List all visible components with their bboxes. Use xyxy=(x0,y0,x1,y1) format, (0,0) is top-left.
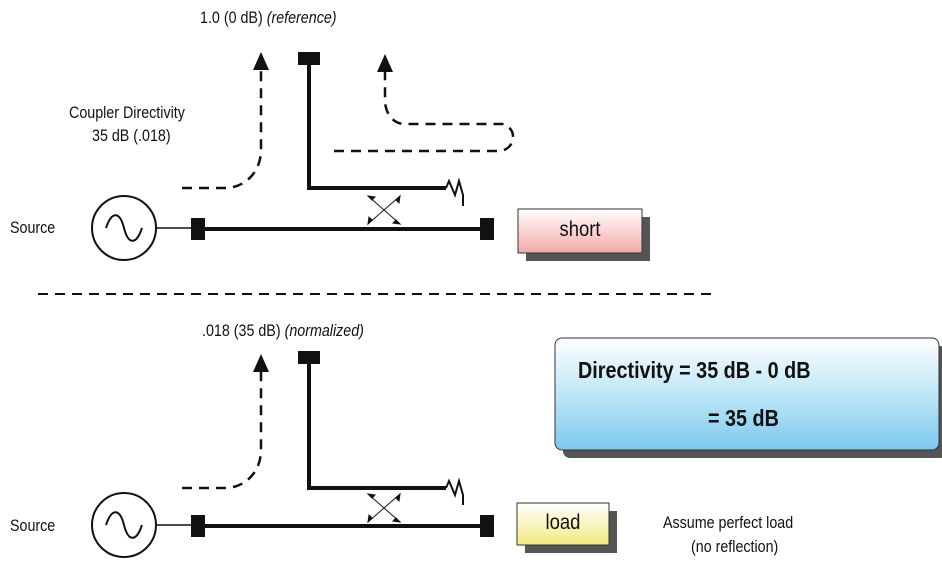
reflected-signal-path xyxy=(334,70,515,153)
result-box xyxy=(554,337,940,451)
bottom-diagram xyxy=(91,351,617,558)
assume-perfect-load-label: Assume perfect load xyxy=(663,513,794,532)
short-label: short xyxy=(559,218,601,241)
coupled-port xyxy=(298,52,320,65)
resistor-termination-icon xyxy=(445,477,464,505)
no-reflection-label: (no reflection) xyxy=(691,537,779,556)
measured-note: (normalized) xyxy=(284,321,364,340)
coupled-port xyxy=(298,351,320,364)
load-label: load xyxy=(545,511,581,534)
directivity-equation-line1: Directivity = 35 dB - 0 dB xyxy=(578,357,811,383)
top-source-label: Source xyxy=(10,218,56,237)
port-right xyxy=(480,218,494,240)
coupler-directivity-label-1: Coupler Directivity xyxy=(69,103,185,122)
reference-value: 1.0 (0 dB) xyxy=(200,8,263,27)
load-box xyxy=(516,502,610,546)
reference-note: (reference) xyxy=(266,8,337,27)
directivity-equation-line2: = 35 dB xyxy=(708,405,779,431)
reflected-arrow-icon xyxy=(377,54,393,72)
sine-wave-icon xyxy=(105,214,143,242)
coupling-cross-icon xyxy=(366,194,402,226)
port-left xyxy=(191,218,205,240)
leakage-arrow-icon xyxy=(253,52,269,70)
sine-wave-icon xyxy=(105,511,143,539)
port-left xyxy=(191,515,205,537)
bottom-source-label: Source xyxy=(10,516,56,535)
top-diagram xyxy=(91,52,650,261)
coupling-cross-icon xyxy=(366,492,402,524)
coupler-directivity-label-2: 35 dB (.018) xyxy=(92,126,171,145)
leakage-signal-path xyxy=(182,370,263,490)
leakage-arrow-icon xyxy=(253,354,269,372)
reference-value-label: 1.0 (0 dB) (reference) xyxy=(200,8,337,28)
measured-value: .018 (35 dB) xyxy=(202,321,281,340)
measured-value-label: .018 (35 dB) (normalized) xyxy=(202,321,364,341)
leakage-signal-path xyxy=(182,68,263,190)
short-box xyxy=(517,208,643,254)
resistor-termination-icon xyxy=(445,177,464,206)
port-right xyxy=(480,515,494,537)
